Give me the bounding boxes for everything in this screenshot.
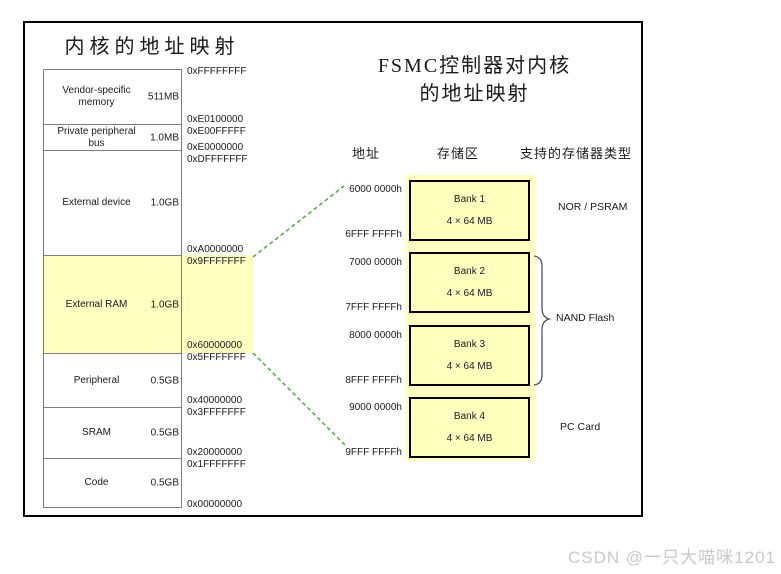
external-ram-highlight — [182, 255, 254, 353]
address-label: 0x1FFFFFFF — [187, 459, 246, 470]
region-name: Peripheral — [73, 374, 120, 386]
bank-size: 4 × 64 MB — [446, 288, 493, 299]
memory-region-peripheral: Peripheral 0.5GB — [44, 354, 181, 408]
bank-start-address: 8000 0000h — [349, 330, 402, 341]
bank-size: 4 × 64 MB — [446, 361, 493, 372]
bank-start-address: 6000 0000h — [349, 184, 402, 195]
memory-type-nor-psram: NOR / PSRAM — [558, 201, 628, 213]
address-label: 0xFFFFFFFF — [187, 66, 247, 77]
bank-end-address: 6FFF FFFFh — [345, 229, 402, 240]
address-label: 0xE0100000 — [187, 114, 244, 125]
bank-start-address: 7000 0000h — [349, 257, 402, 268]
memory-region-private-peripheral-bus: Private peripheral bus 1.0MB — [44, 125, 181, 151]
address-label: 0xA0000000 — [187, 244, 244, 255]
memory-type-nand-flash: NAND Flash — [556, 312, 615, 324]
bank-end-address: 7FFF FFFFh — [345, 302, 402, 313]
bank-name: Bank 4 — [453, 411, 486, 422]
address-label: 0x00000000 — [187, 499, 243, 510]
address-label: 0x40000000 — [187, 395, 243, 406]
core-memory-map: Vendor-specific memory 511MB Private per… — [43, 69, 182, 508]
region-size: 0.5GB — [150, 427, 179, 439]
address-label: 0x9FFFFFFF — [187, 256, 246, 267]
address-label: 0x20000000 — [187, 447, 243, 458]
region-size: 1.0MB — [150, 132, 179, 143]
memory-region-sram: SRAM 0.5GB — [44, 408, 181, 459]
region-name: SRAM — [82, 427, 111, 438]
memory-region-external-ram: External RAM 1.0GB — [44, 256, 181, 354]
bank-3-box: Bank 3 4 × 64 MB — [409, 325, 530, 386]
right-title: FSMC控制器对内核 的地址映射 — [352, 52, 597, 108]
region-size: 511MB — [148, 91, 179, 103]
region-name: External device — [62, 197, 131, 208]
region-name: Code — [84, 477, 109, 488]
region-size: 1.0GB — [150, 299, 179, 310]
address-label: 0xE0000000 — [187, 142, 244, 153]
bank-1-box: Bank 1 4 × 64 MB — [409, 180, 530, 241]
bank-end-address: 8FFF FFFFh — [345, 375, 402, 386]
bank-2-box: Bank 2 4 × 64 MB — [409, 252, 530, 313]
column-header-bank: 存储区 — [437, 146, 480, 161]
region-size: 0.5GB — [150, 477, 179, 489]
address-label: 0x3FFFFFFF — [187, 407, 246, 418]
bank-end-address: 9FFF FFFFh — [345, 447, 402, 458]
memory-region-vendor: Vendor-specific memory 511MB — [44, 70, 181, 125]
bank-size: 4 × 64 MB — [446, 216, 493, 227]
region-name: External RAM — [65, 298, 128, 310]
region-size: 1.0GB — [150, 197, 179, 209]
memory-type-pc-card: PC Card — [560, 421, 601, 433]
address-label: 0xDFFFFFFF — [187, 154, 248, 165]
bank-name: Bank 3 — [453, 339, 486, 350]
csdn-watermark: CSDN @一只大喵咪1201 — [568, 548, 776, 567]
bank-4-box: Bank 4 4 × 64 MB — [409, 397, 530, 458]
address-label: 0xE00FFFFF — [187, 126, 246, 137]
region-name: Private peripheral bus — [57, 125, 136, 149]
region-size: 0.5GB — [150, 375, 179, 386]
bank-start-address: 9000 0000h — [349, 402, 402, 413]
address-label: 0x60000000 — [187, 340, 243, 351]
region-name: Vendor-specific memory — [62, 85, 131, 108]
memory-region-code: Code 0.5GB — [44, 459, 181, 507]
address-label: 0x5FFFFFFF — [187, 352, 246, 363]
column-header-memory-type: 支持的存储器类型 — [520, 146, 633, 161]
bank-size: 4 × 64 MB — [446, 433, 493, 444]
memory-region-external-device: External device 1.0GB — [44, 151, 181, 256]
right-title-line2: 的地址映射 — [419, 83, 530, 105]
left-title: 内核的地址映射 — [64, 36, 240, 58]
bank-name: Bank 2 — [453, 266, 486, 277]
right-title-line1: FSMC控制器对内核 — [377, 55, 572, 77]
column-header-address: 地址 — [352, 146, 381, 161]
bank-name: Bank 1 — [453, 194, 486, 205]
